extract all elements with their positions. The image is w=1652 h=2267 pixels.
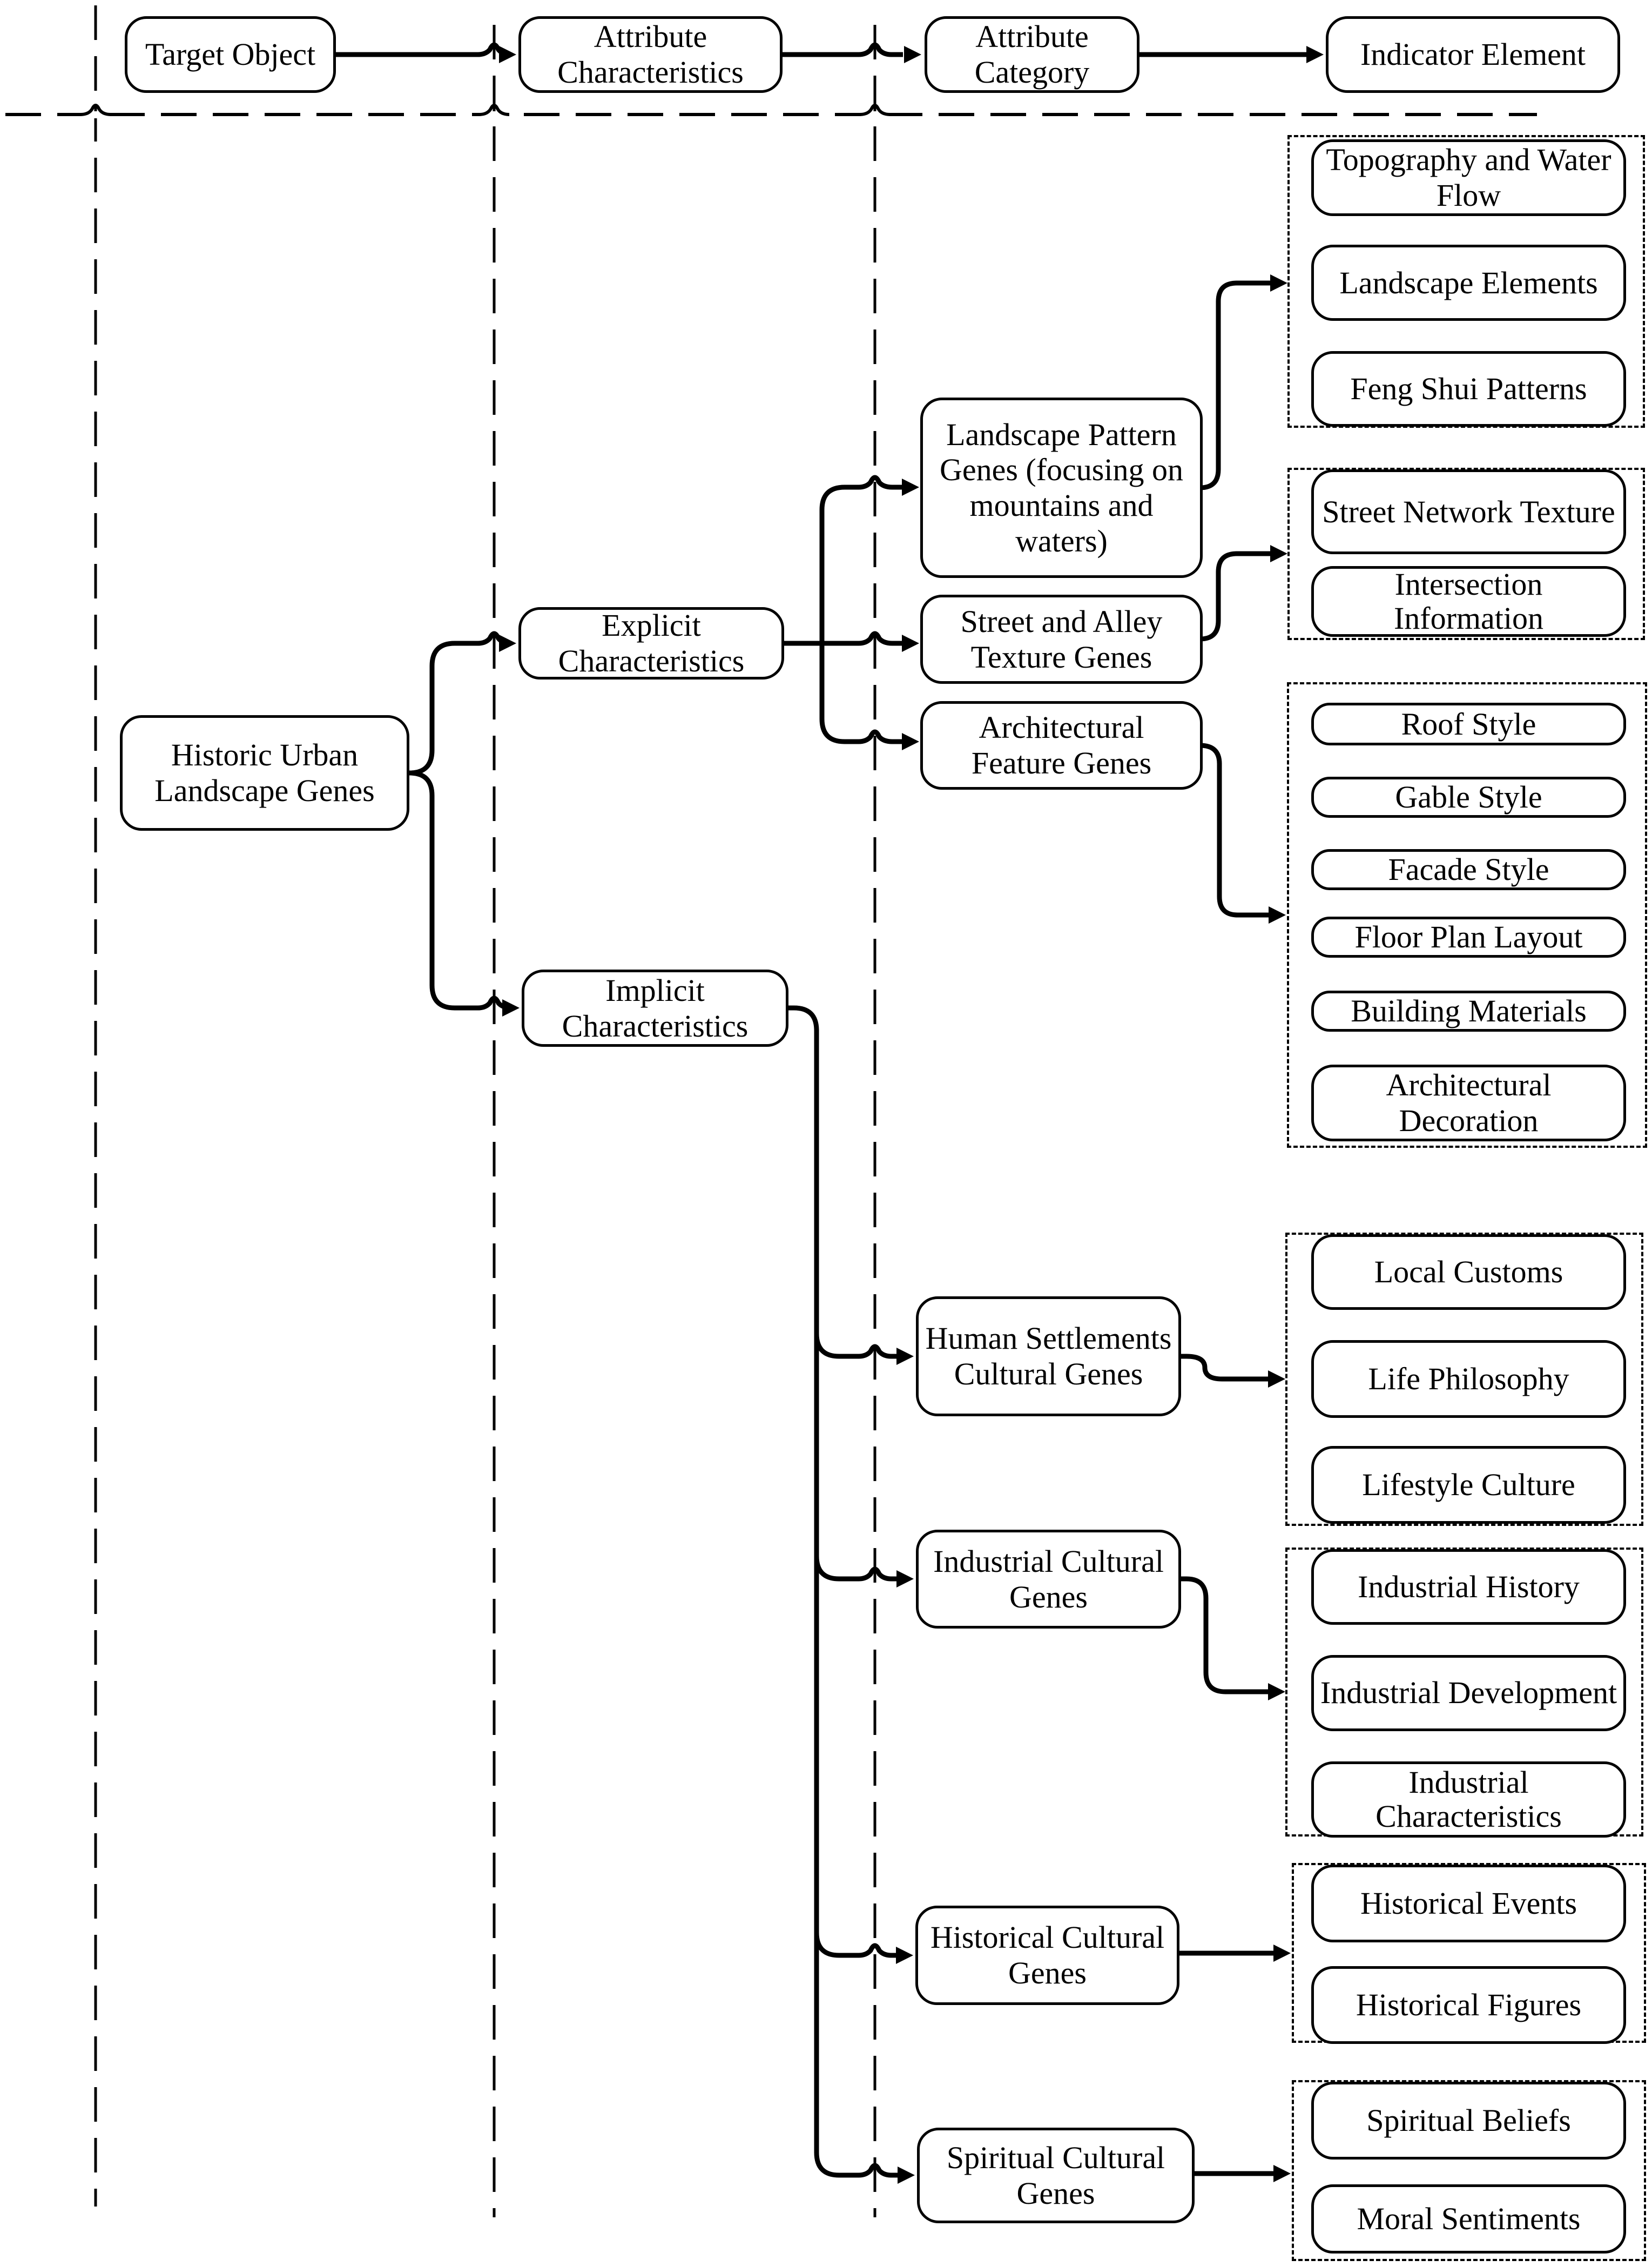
node-human-settlements-cultural-genes: Human Settlements Cultural Genes: [916, 1296, 1181, 1416]
group-spiritual-indicators: [1292, 2080, 1646, 2261]
node-industrial-history: Industrial History: [1311, 1549, 1626, 1625]
node-historical-cultural-genes: Historical Cultural Genes: [915, 1906, 1179, 2005]
connector-implicit-to-industrial: [814, 1556, 896, 1582]
connector-architectural-to-group: [1199, 743, 1269, 918]
connector-industrial-to-group: [1181, 1576, 1268, 1694]
node-spiritual-cultural-genes: Spiritual Cultural Genes: [917, 2128, 1195, 2223]
group-landscape-indicators: [1287, 135, 1645, 428]
node-life-philosophy: Life Philosophy: [1311, 1340, 1626, 1418]
node-spiritual-beliefs: Spiritual Beliefs: [1311, 2082, 1626, 2160]
node-floor-plan-layout: Floor Plan Layout: [1311, 917, 1626, 958]
node-historical-figures: Historical Figures: [1311, 1966, 1626, 2044]
connector-target-to-attrchar: [336, 42, 510, 57]
connector-root-to-implicit: [409, 770, 513, 1011]
node-attribute-characteristics: Attribute Characteristics: [518, 16, 783, 93]
node-industrial-characteristics: Industrial Characteristics: [1311, 1761, 1626, 1838]
node-indicator-element: Indicator Element: [1326, 16, 1620, 93]
node-historic-urban-landscape-genes: Historic Urban Landscape Genes: [120, 715, 409, 831]
connector-implicit-to-historical: [814, 1932, 896, 1958]
node-facade-style: Facade Style: [1311, 849, 1626, 890]
group-human-indicators: [1285, 1233, 1643, 1526]
node-roof-style: Roof Style: [1311, 703, 1626, 745]
node-topography-and-water-flow: Topography and Water Flow: [1311, 139, 1626, 216]
node-landscape-pattern-genes: Landscape Pattern Genes (focusing on mou…: [920, 398, 1203, 578]
header-arrows: [336, 42, 1307, 57]
node-lifestyle-culture: Lifestyle Culture: [1311, 1446, 1626, 1524]
node-gable-style: Gable Style: [1311, 777, 1626, 818]
category-connectors: [1179, 280, 1275, 2176]
node-intersection-information: Intersection Information: [1311, 566, 1626, 637]
group-architecture-indicators: [1287, 682, 1647, 1148]
connector-explicit-to-landscape: [819, 475, 902, 644]
connector-implicit-to-human: [814, 1333, 896, 1359]
node-industrial-development: Industrial Development: [1311, 1655, 1626, 1731]
node-street-network-texture: Street Network Texture: [1311, 469, 1626, 554]
group-street-indicators: [1287, 468, 1645, 640]
node-industrial-cultural-genes: Industrial Cultural Genes: [916, 1530, 1181, 1629]
node-moral-sentiments: Moral Sentiments: [1311, 2184, 1626, 2253]
connector-explicit-to-architectural: [819, 642, 902, 744]
node-feng-shui-patterns: Feng Shui Patterns: [1311, 351, 1626, 427]
node-explicit-characteristics: Explicit Characteristics: [518, 607, 784, 680]
connector-human-to-group: [1181, 1354, 1268, 1382]
node-building-materials: Building Materials: [1311, 991, 1626, 1032]
node-landscape-elements: Landscape Elements: [1311, 245, 1626, 321]
connector-implicit-trunk: [788, 1005, 898, 2178]
arrowheads: [499, 46, 1324, 2184]
node-street-alley-texture-genes: Street and Alley Texture Genes: [920, 595, 1203, 684]
connector-attrchar-to-attrcat: [783, 42, 903, 57]
node-attribute-category: Attribute Category: [925, 16, 1139, 93]
connector-explicit-to-street: [784, 631, 902, 646]
implicit-branches: [788, 1005, 898, 2178]
node-implicit-characteristics: Implicit Characteristics: [522, 970, 788, 1047]
root-branches: [409, 631, 513, 1011]
node-historical-events: Historical Events: [1311, 1865, 1626, 1942]
connector-street-to-group: [1199, 551, 1270, 642]
connector-root-to-explicit: [409, 631, 509, 776]
node-target-object: Target Object: [125, 16, 336, 93]
explicit-branches: [784, 475, 902, 744]
node-architectural-feature-genes: Architectural Feature Genes: [920, 701, 1203, 790]
node-architectural-decoration: Architectural Decoration: [1311, 1065, 1626, 1141]
node-local-customs: Local Customs: [1311, 1234, 1626, 1310]
connector-landscape-to-group: [1199, 280, 1270, 490]
